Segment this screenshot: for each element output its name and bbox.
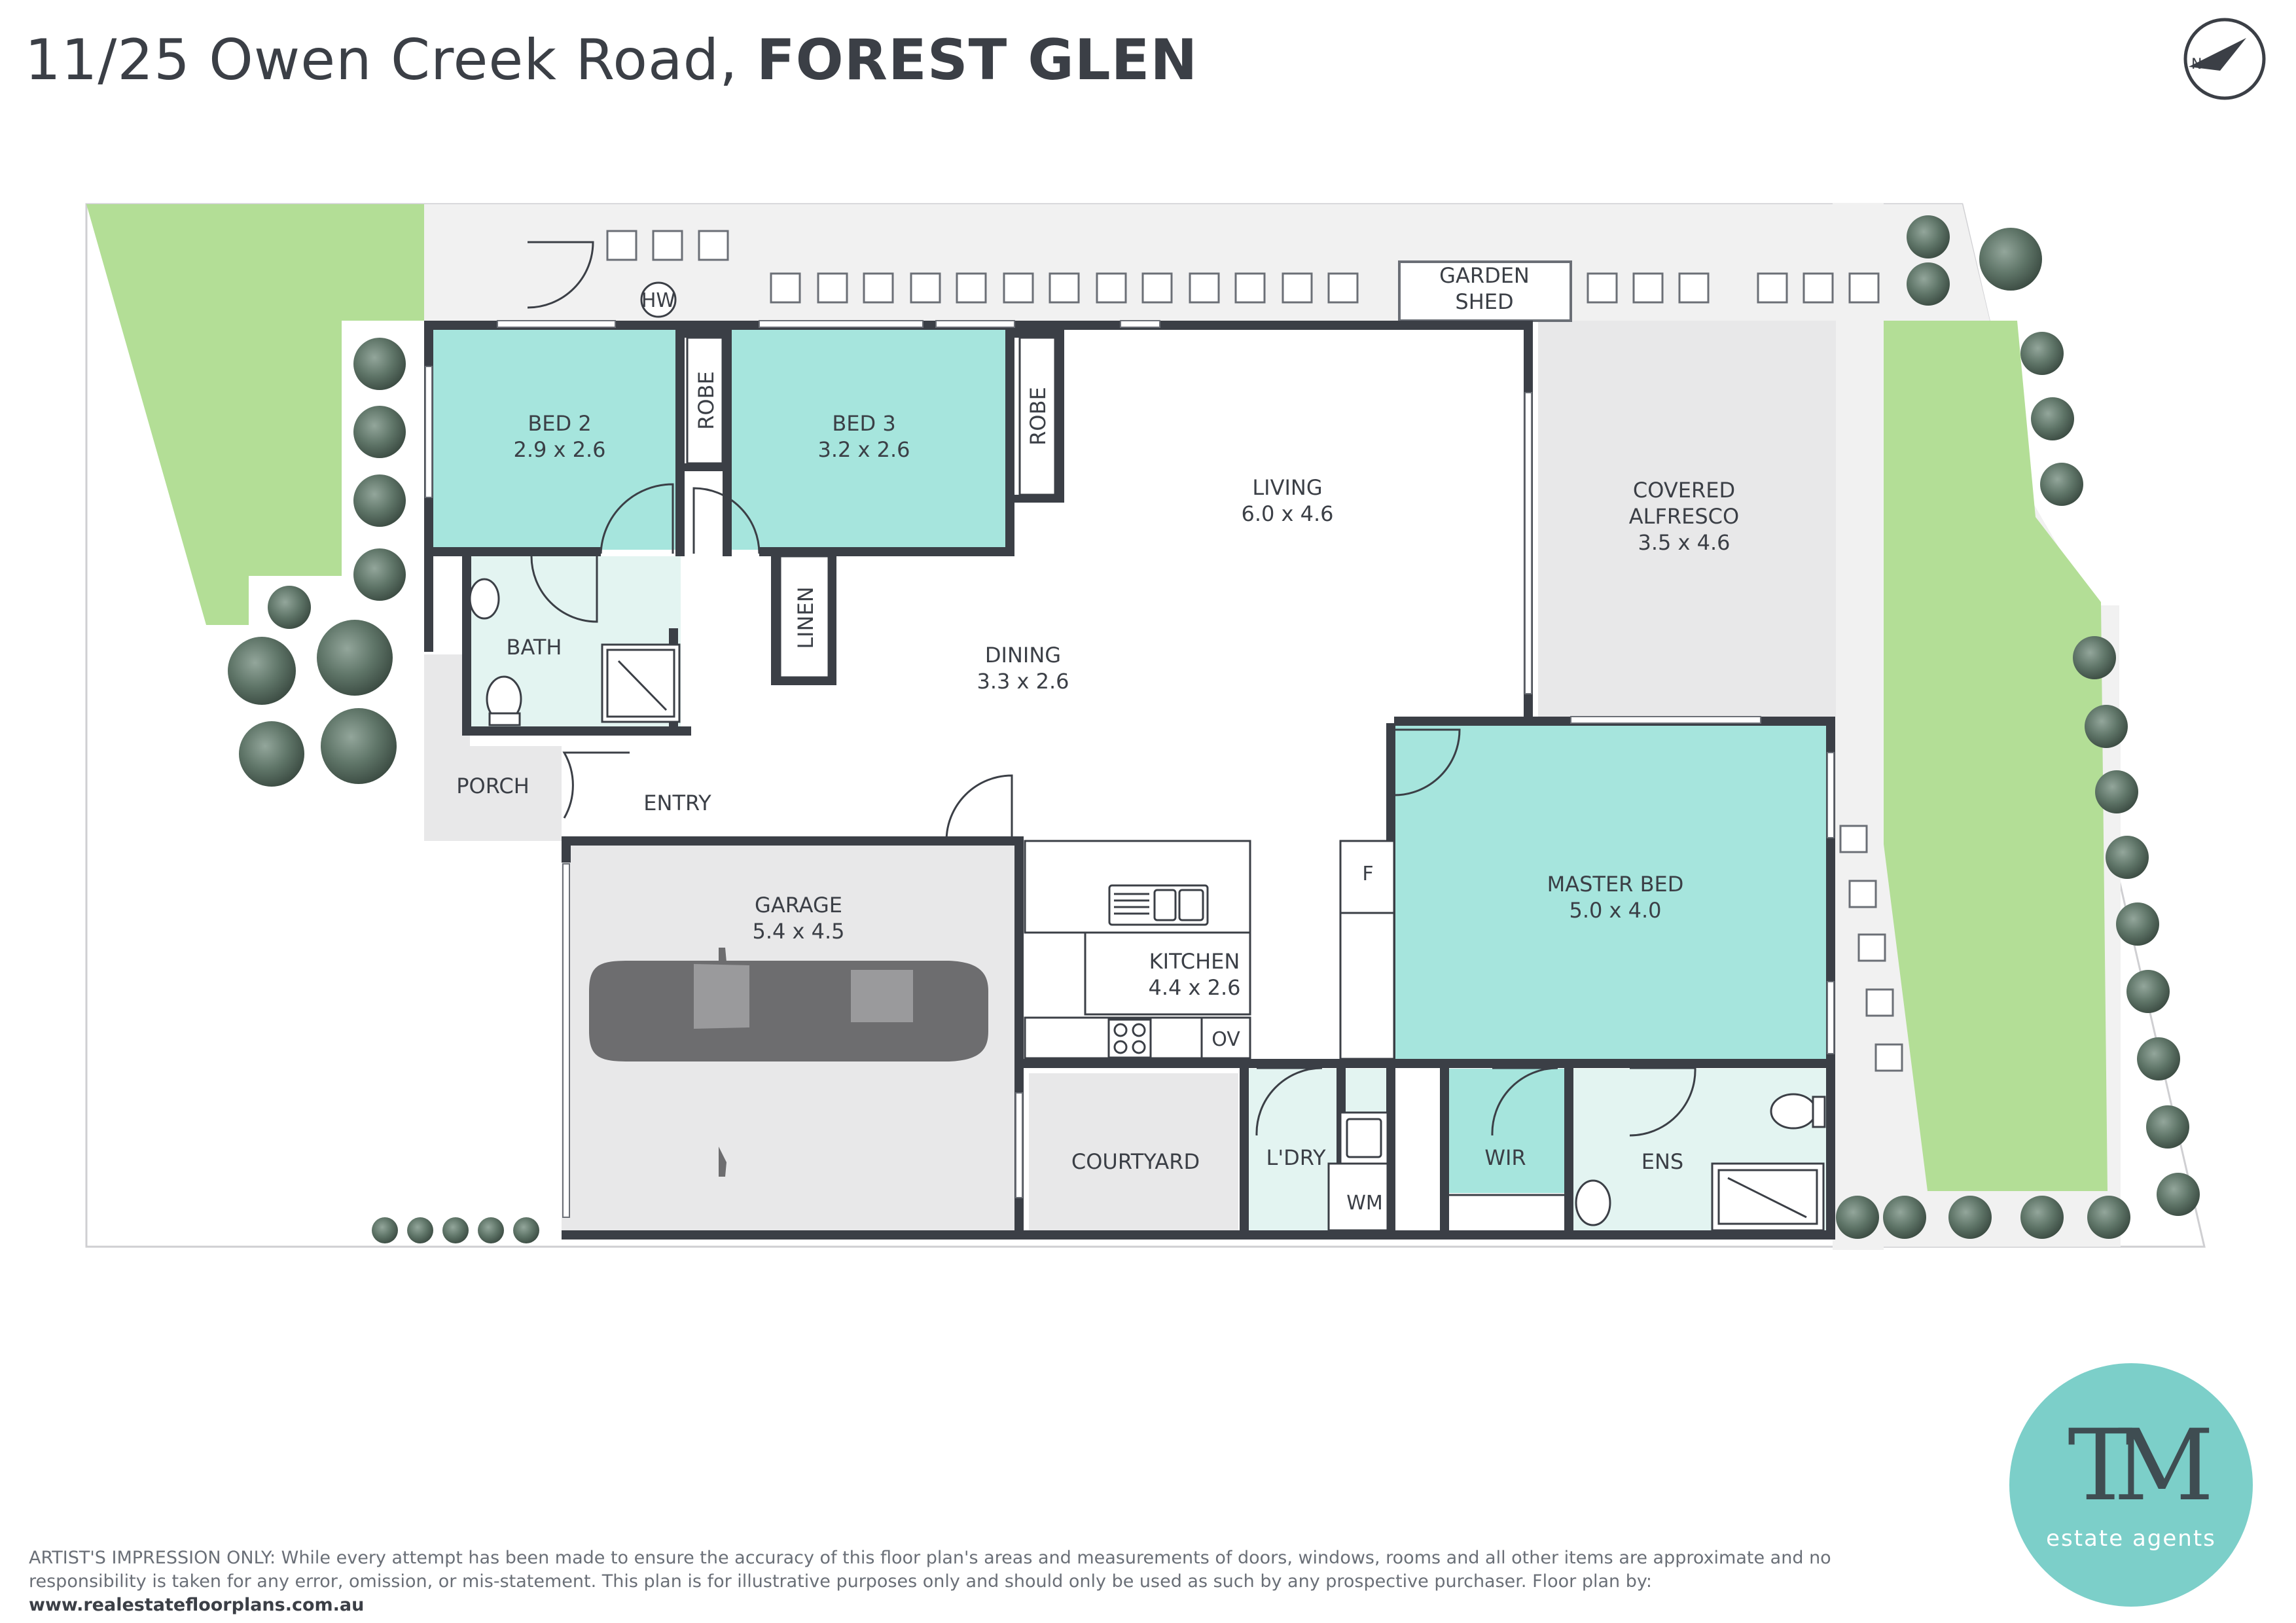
living-name: LIVING <box>1252 475 1322 500</box>
lawn-left <box>86 204 424 625</box>
fridge-label: F <box>1362 863 1373 885</box>
car-icon <box>589 948 988 1177</box>
porch-name: PORCH <box>456 774 529 798</box>
garage-size: 5.4 x 4.5 <box>752 919 844 944</box>
porch-floor <box>424 746 562 841</box>
robe-bed2 <box>686 336 724 465</box>
kitchen-sink-icon <box>1108 884 1209 926</box>
bed2-size: 2.9 x 2.6 <box>513 437 605 462</box>
laundry-fixtures <box>1327 1111 1389 1232</box>
shed-name-line1: GARDEN <box>1439 263 1530 288</box>
bath-fixtures <box>469 578 681 726</box>
compass-icon: N <box>2183 18 2266 100</box>
kitchen-name: KITCHEN <box>1149 949 1240 974</box>
robe-bed2-label: ROBE <box>694 371 719 430</box>
alfresco-name-line2: ALFRESCO <box>1629 504 1739 529</box>
hot-water-label: HW <box>641 289 675 312</box>
page-title: 11/25 Owen Creek Road, FOREST GLEN <box>25 27 1198 93</box>
bed3-size: 3.2 x 2.6 <box>817 437 910 462</box>
garage-name: GARAGE <box>755 893 842 918</box>
bed3-floor <box>732 329 1013 550</box>
laundry-name: L'DRY <box>1266 1145 1326 1170</box>
alfresco-name-line1: COVERED <box>1633 478 1735 503</box>
linen-label: LINEN <box>793 586 818 649</box>
shed-name-line2: SHED <box>1455 289 1513 314</box>
bed2-name: BED 2 <box>528 411 591 436</box>
courtyard-floor <box>1029 1073 1238 1236</box>
master-size: 5.0 x 4.0 <box>1569 898 1661 923</box>
dining-name: DINING <box>985 643 1061 668</box>
wir-floor <box>1441 1069 1564 1193</box>
alfresco-floor <box>1538 321 1836 717</box>
ens-name: ENS <box>1641 1149 1683 1174</box>
hot-water-unit: HW <box>640 281 677 318</box>
linen-cupboard <box>779 555 830 679</box>
robe-bed3 <box>1018 336 1056 496</box>
stepping-stones <box>606 230 1903 1072</box>
logo-monogram: TM <box>2068 1409 2214 1523</box>
ensuite-fixtures <box>1575 1093 1826 1232</box>
disclaimer-url: www.realestatefloorplans.com.au <box>29 1595 365 1615</box>
washing-machine-label: WM <box>1346 1192 1383 1215</box>
windows <box>425 320 1835 1218</box>
alfresco-size: 3.5 x 4.6 <box>1638 530 1730 555</box>
agency-logo: TM estate agents <box>2009 1363 2253 1607</box>
robe-bed3-label: ROBE <box>1026 387 1050 446</box>
cooktop-icon <box>1107 1018 1152 1059</box>
courtyard-name: COURTYARD <box>1071 1149 1200 1174</box>
disclaimer-text: ARTIST'S IMPRESSION ONLY: While every at… <box>29 1548 1831 1592</box>
dining-size: 3.3 x 2.6 <box>977 669 1069 694</box>
bed3-name: BED 3 <box>832 411 895 436</box>
suburb-text: FOREST GLEN <box>756 27 1198 93</box>
master-name: MASTER BED <box>1547 872 1684 897</box>
entry-name: ENTRY <box>643 791 711 815</box>
bath-wall <box>462 547 600 556</box>
living-size: 6.0 x 4.6 <box>1241 501 1333 526</box>
kitchen-size: 4.4 x 2.6 <box>1148 975 1240 1000</box>
bath-name: BATH <box>507 635 562 660</box>
master-floor <box>1394 723 1826 1063</box>
compass-north-label: N <box>2191 56 2202 73</box>
oven-label: OV <box>1211 1028 1240 1051</box>
disclaimer: ARTIST'S IMPRESSION ONLY: While every at… <box>29 1546 1953 1617</box>
doors <box>527 241 1696 1137</box>
wir-name: WIR <box>1484 1145 1526 1170</box>
address-text: 11/25 Owen Creek Road, <box>25 27 738 93</box>
lawn-right <box>1884 321 2108 1191</box>
trees <box>228 215 2200 1243</box>
logo-tagline: estate agents <box>2046 1525 2216 1552</box>
bed2-floor <box>431 329 678 550</box>
